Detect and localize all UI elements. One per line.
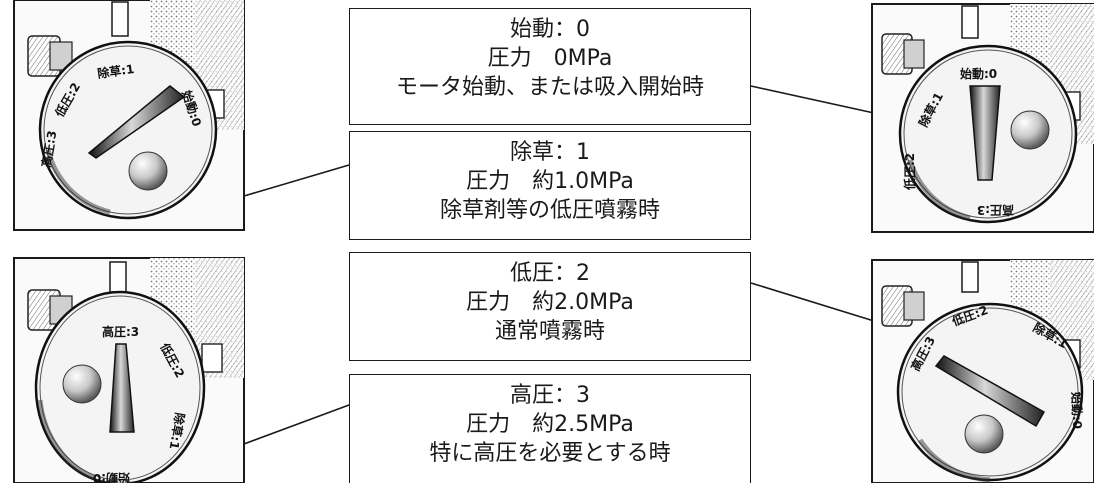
setting-pressure: 圧力 約2.5MPa <box>466 412 634 437</box>
connector-line <box>243 404 350 445</box>
dial-label-high: 高圧:3 <box>977 203 1014 218</box>
setting-pressure: 圧力 0MPa <box>487 46 613 71</box>
setting-usage: モータ始動、または吸入開始時 <box>395 75 704 100</box>
setting-box-high: 高圧：3 圧力 約2.5MPa 特に高圧を必要とする時 <box>349 374 751 483</box>
setting-pressure: 圧力 約2.0MPa <box>466 290 634 315</box>
dial-label-low: 低圧:2 <box>902 153 917 191</box>
dial-label-high: 高圧:3 <box>102 324 139 339</box>
setting-box-low: 低圧：2 圧力 約2.0MPa 通常噴霧時 <box>349 252 751 361</box>
setting-usage: 特に高圧を必要とする時 <box>429 441 671 466</box>
setting-usage: 通常噴霧時 <box>494 319 605 344</box>
connector-line <box>243 164 350 197</box>
dial-label-start: 始動:0 <box>960 66 997 81</box>
dial-label-weed: 除草:1 <box>96 61 135 81</box>
dial-photo-low: 高圧:3 低圧:2 除草:1 始動:0 <box>871 259 1094 483</box>
dial-photo-start: 始動:0 除草:1 低圧:2 高圧:3 <box>871 3 1094 233</box>
dial-label-high: 高圧:3 <box>38 129 59 168</box>
dial-label-start: 始動:0 <box>1069 392 1085 430</box>
connector-line <box>750 85 875 114</box>
dial-label-weed: 除草:1 <box>167 411 188 450</box>
setting-box-start: 始動：0 圧力 0MPa モータ始動、または吸入開始時 <box>349 8 751 125</box>
setting-box-weed: 除草：1 圧力 約1.0MPa 除草剤等の低圧噴霧時 <box>349 131 751 240</box>
connector-line <box>750 282 875 322</box>
setting-title: 低圧：2 <box>510 261 590 286</box>
dial-photo-high: 高圧:3 低圧:2 除草:1 始動:0 <box>13 257 245 483</box>
setting-title: 高圧：3 <box>510 383 590 408</box>
setting-pressure: 圧力 約1.0MPa <box>466 169 634 194</box>
setting-title: 除草：1 <box>510 140 590 165</box>
dial-label-start: 始動:0 <box>93 471 130 483</box>
setting-title: 始動：0 <box>510 17 590 42</box>
setting-usage: 除草剤等の低圧噴霧時 <box>439 198 660 223</box>
dial-photo-weed: 除草:1 始動:0 低圧:2 高圧:3 <box>13 0 245 231</box>
